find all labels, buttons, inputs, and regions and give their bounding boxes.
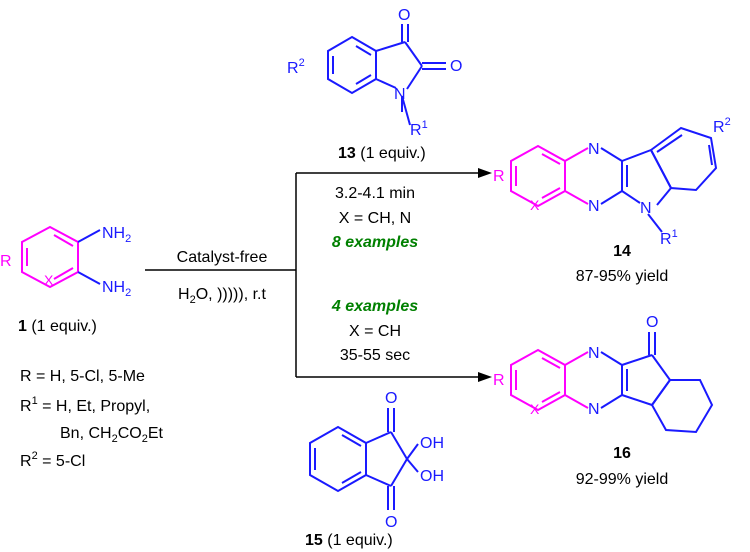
condition-catalyst-free: Catalyst-free [177,249,268,266]
reactant-1-nh2-top: NH2 [102,225,131,245]
product-16-nitrogen-bottom: N [588,401,600,418]
arrow-head-upper [478,168,492,178]
reactant-1-nh2-bottom: NH2 [102,279,131,299]
reagent-13-oxygen-top: O [398,7,410,24]
reagent-13-r2: R2 [287,57,305,77]
branching-arrow-lines [145,172,480,378]
reactant-1-amine-bonds [77,229,101,285]
condition-solvent: H2O, ))))), r.t [178,286,266,306]
r1-definition-continued: Bn, CH2CO2Et [60,425,164,445]
product-14-nitrogen-bottom: N [588,198,600,215]
reagent-15-hydroxyl-bottom: OH [420,468,444,485]
reactant-1-x-label: X [44,272,54,288]
upper-condition-time: 3.2-4.1 min [335,185,415,202]
product-14-yield: 87-95% yield [576,268,669,285]
r-definition: R = H, 5-Cl, 5-Me [20,368,145,385]
lower-condition-time: 35-55 sec [340,347,410,364]
reactant-1-label: 1 (1 equiv.) [18,318,97,335]
product-14-x-label: X [530,197,540,213]
reagent-15-oxygen-bottom: O [385,514,397,531]
product-16-nitrogen-top: N [588,345,600,362]
lower-condition-x: X = CH [349,323,401,340]
product-16-yield: 92-99% yield [576,471,669,488]
r1-definition: R1 = H, Et, Propyl, [20,395,150,415]
lower-condition-examples: 4 examples [331,298,418,315]
upper-condition-examples: 8 examples [332,234,418,251]
product-14-nitrogen-indole: N [640,200,652,217]
reagent-13-nitrogen: N [394,86,406,103]
product-16-x-label: X [530,401,540,417]
reagent-13-structure [327,24,446,126]
reactant-1-r-label: R [0,253,12,270]
product-14-r1: R1 [660,228,678,248]
product-14-nitrogen-top: N [588,141,600,158]
product-16-structure [510,332,714,434]
reagent-15-oxygen-top: O [385,390,397,407]
product-16-r-label: R [493,372,505,389]
r2-definition: R2 = 5-Cl [20,450,85,470]
reagent-13-label: 13 (1 equiv.) [338,145,426,162]
product-16-label: 16 [613,445,631,462]
reagent-13-oxygen-right: O [450,58,462,75]
product-14-r-label: R [493,168,505,185]
product-16-oxygen: O [646,314,658,331]
reagent-13-r1: R1 [410,119,428,139]
reagent-15-structure [309,408,419,510]
product-14-structure [510,126,718,233]
product-14-label: 14 [613,243,631,260]
upper-condition-x: X = CH, N [339,210,411,227]
reagent-15-hydroxyl-top: OH [420,435,444,452]
arrow-head-lower [478,372,492,382]
reagent-15-label: 15 (1 equiv.) [305,532,393,549]
product-14-r2: R2 [713,116,731,136]
